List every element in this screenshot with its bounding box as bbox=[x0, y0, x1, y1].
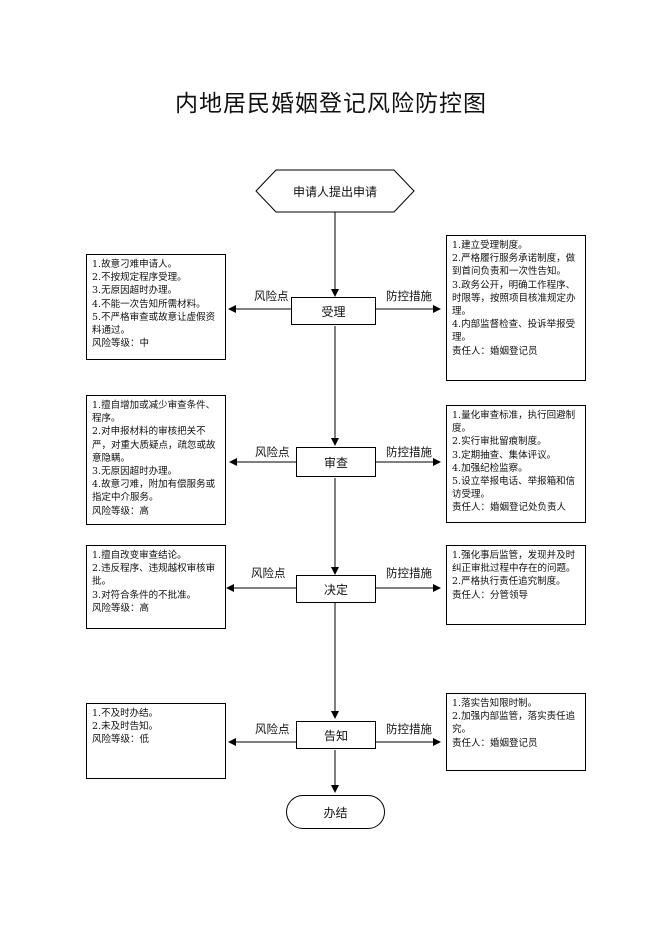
control-label-review: 防控措施 bbox=[386, 445, 432, 459]
step-node-review: 审查 bbox=[296, 447, 376, 477]
control-label-accept: 防控措施 bbox=[386, 289, 432, 303]
risk-box-decide: 1.擅自改变审查结论。 2.违反程序、违规越权审核审批。 3.对符合条件的不批准… bbox=[86, 545, 226, 629]
control-label-decide: 防控措施 bbox=[386, 566, 432, 580]
risk-label-review: 风险点 bbox=[255, 445, 290, 459]
risk-label-notify: 风险点 bbox=[255, 722, 290, 736]
control-box-notify: 1.落实告知限时制。 2.加强内部监管，落实责任追究。 责任人：婚姻登记员 bbox=[446, 693, 586, 771]
risk-label-decide: 风险点 bbox=[251, 566, 286, 580]
risk-label-accept: 风险点 bbox=[254, 289, 289, 303]
control-box-accept: 1.建立受理制度。 2.严格履行服务承诺制度，做到首问负责和一次性告知。 3.政… bbox=[446, 235, 586, 381]
step-node-accept: 受理 bbox=[291, 297, 376, 325]
control-box-review: 1.量化审查标准，执行回避制度。 2.实行审批留痕制度。 3.定期抽查、集体评议… bbox=[446, 405, 586, 523]
risk-box-review: 1.擅自增加或减少审查条件、程序。 2.对申报材料的审核把关不严，对重大质疑点，… bbox=[86, 395, 226, 525]
control-label-notify: 防控措施 bbox=[386, 722, 432, 736]
diagram-title: 内地居民婚姻登记风险防控图 bbox=[175, 91, 487, 117]
risk-box-accept: 1.故意刁难申请人。 2.不按规定程序受理。 3.无原因超时办理。 4.不能一次… bbox=[86, 254, 226, 360]
step-node-decide: 决定 bbox=[296, 575, 376, 603]
step-node-notify: 告知 bbox=[296, 721, 376, 749]
start-node-label: 申请人提出申请 bbox=[292, 184, 377, 199]
start-hexagon bbox=[255, 169, 415, 213]
risk-box-notify: 1.不及时办结。 2.未及时告知。 风险等级：低 bbox=[86, 703, 226, 779]
end-node: 办结 bbox=[286, 795, 385, 829]
control-box-decide: 1.强化事后监管，发现并及时纠正审批过程中存在的问题。 2.严格执行责任追究制度… bbox=[446, 545, 586, 625]
